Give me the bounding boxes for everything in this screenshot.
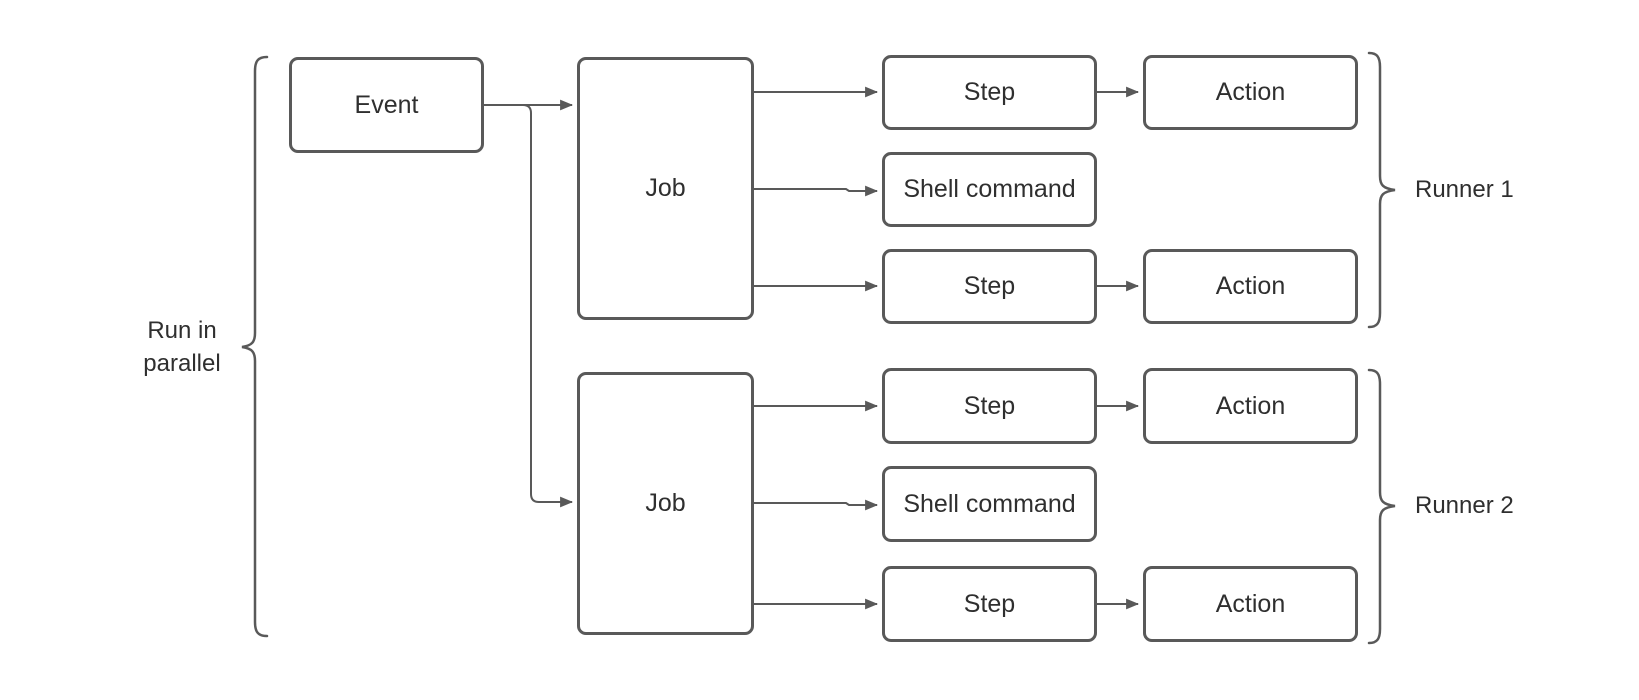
node-action-2a: Action — [1143, 368, 1358, 444]
node-step-2a: Step — [882, 368, 1097, 444]
arrow-event-to-job2 — [522, 104, 574, 508]
node-action-1b: Action — [1143, 249, 1358, 324]
node-action-2b: Action — [1143, 566, 1358, 642]
node-job-1: Job — [577, 57, 754, 320]
node-step-2b: Step — [882, 566, 1097, 642]
node-shell-command-1-label: Shell command — [903, 175, 1076, 203]
node-shell-command-1: Shell command — [882, 152, 1097, 227]
node-action-1b-label: Action — [1215, 272, 1286, 300]
arrow-job1-to-shell1 — [754, 185, 879, 197]
node-shell-command-2-label: Shell command — [903, 489, 1076, 518]
node-step-2b-label: Step — [963, 589, 1016, 618]
runner1-brace — [1367, 51, 1396, 329]
node-shell-command-2: Shell command — [882, 466, 1097, 542]
node-action-1a: Action — [1143, 55, 1358, 130]
node-action-1a-label: Action — [1215, 78, 1286, 106]
run-in-parallel-line1: Run in — [147, 317, 217, 344]
node-event-label: Event — [354, 90, 419, 119]
node-step-1a: Step — [882, 55, 1097, 130]
runner2-brace — [1367, 368, 1396, 645]
run-in-parallel-brace — [241, 55, 269, 638]
node-action-2b-label: Action — [1215, 589, 1286, 618]
node-job-1-label: Job — [645, 174, 686, 202]
node-job-2: Job — [577, 372, 754, 635]
arrow-job2-to-shell2 — [754, 499, 879, 511]
node-job-2-label: Job — [645, 489, 686, 517]
run-in-parallel-line2: parallel — [143, 350, 221, 377]
node-action-2a-label: Action — [1215, 391, 1286, 420]
node-step-1b-label: Step — [963, 272, 1016, 300]
runner1-label: Runner 1 — [1415, 176, 1514, 203]
node-event: Event — [289, 57, 484, 153]
runner2-label: Runner 2 — [1415, 492, 1514, 519]
node-step-2a-label: Step — [963, 391, 1016, 420]
node-step-1b: Step — [882, 249, 1097, 324]
run-in-parallel-label: Run in parallel — [107, 314, 257, 380]
node-step-1a-label: Step — [963, 78, 1016, 106]
